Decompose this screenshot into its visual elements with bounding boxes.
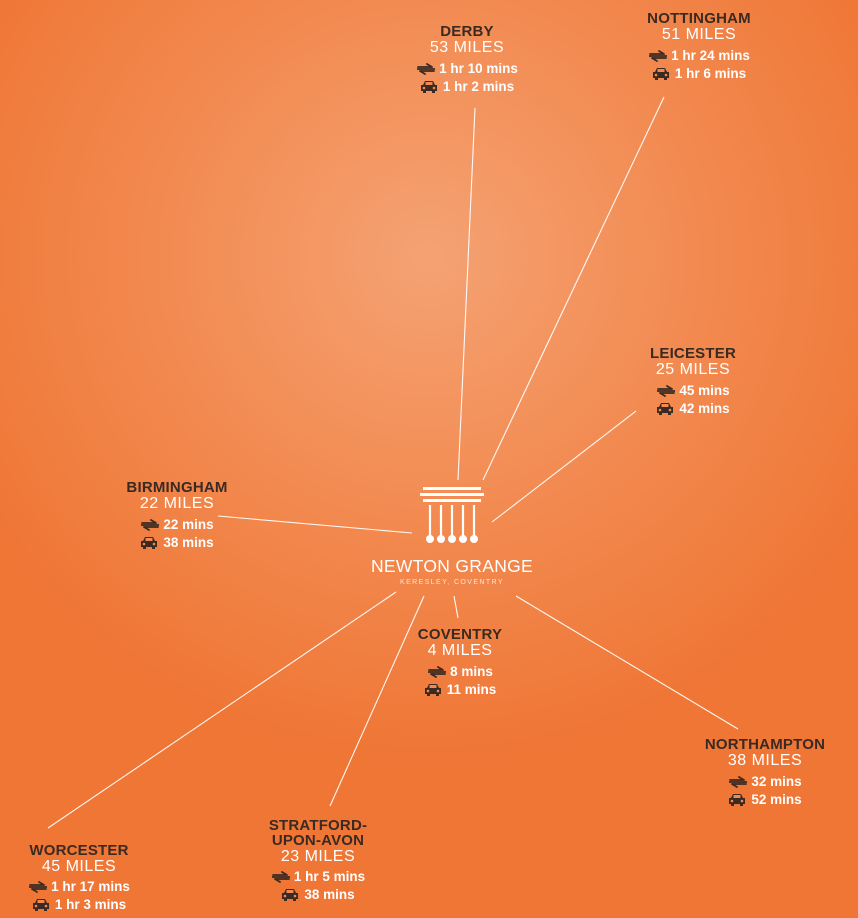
line-derby bbox=[457, 107, 476, 481]
train-rail-icon bbox=[28, 881, 48, 893]
city-name: COVENTRY bbox=[417, 626, 503, 643]
city-northampton: NORTHAMPTON 38 MILES 32 mins 52 mins bbox=[675, 737, 855, 809]
train-time: 45 mins bbox=[679, 383, 730, 399]
city-name-line1: STRATFORD- bbox=[268, 817, 368, 834]
line-coventry bbox=[453, 595, 459, 619]
city-distance: 38 MILES bbox=[727, 752, 803, 769]
city-leicester: LEICESTER 25 MILES 45 mins 42 mins bbox=[603, 346, 783, 418]
train-time: 22 mins bbox=[163, 517, 214, 533]
city-distance: 45 MILES bbox=[41, 858, 117, 875]
train-rail-icon bbox=[140, 519, 160, 531]
city-distance: 51 MILES bbox=[661, 26, 737, 43]
car-time: 1 hr 3 mins bbox=[54, 897, 127, 913]
hub-title: NEWTON GRANGE bbox=[370, 556, 534, 576]
train-time: 1 hr 10 mins bbox=[439, 61, 518, 77]
car-time: 38 mins bbox=[304, 887, 355, 903]
city-distance: 25 MILES bbox=[655, 361, 731, 378]
train-rail-icon bbox=[427, 666, 447, 678]
train-time: 1 hr 5 mins bbox=[293, 869, 366, 885]
line-nottingham bbox=[482, 96, 665, 481]
train-time: 8 mins bbox=[450, 664, 493, 680]
city-distance: 4 MILES bbox=[427, 642, 493, 659]
train-rail-icon bbox=[271, 871, 291, 883]
train-time: 1 hr 17 mins bbox=[51, 879, 130, 895]
hub-newton-grange: NEWTON GRANGE KERESLEY, COVENTRY bbox=[352, 487, 552, 586]
city-distance: 23 MILES bbox=[280, 848, 356, 865]
city-name: BIRMINGHAM bbox=[126, 479, 228, 496]
line-northampton bbox=[515, 595, 739, 730]
city-name: DERBY bbox=[440, 23, 494, 40]
car-icon bbox=[424, 683, 444, 697]
city-name: NOTTINGHAM bbox=[647, 10, 751, 27]
city-birmingham: BIRMINGHAM 22 MILES 22 mins 38 mins bbox=[87, 480, 267, 552]
train-time: 32 mins bbox=[751, 774, 802, 790]
line-birmingham bbox=[217, 515, 413, 534]
pillar-gate-logo-icon bbox=[419, 487, 485, 547]
city-name: LEICESTER bbox=[650, 345, 736, 362]
car-time: 52 mins bbox=[751, 792, 802, 808]
train-time: 1 hr 24 mins bbox=[671, 48, 750, 64]
city-name-line2: UPON-AVON bbox=[271, 832, 365, 849]
city-worcester: WORCESTER 45 MILES 1 hr 17 mins 1 hr 3 m… bbox=[0, 843, 169, 914]
car-icon bbox=[281, 888, 301, 902]
car-time: 11 mins bbox=[446, 682, 497, 698]
train-rail-icon bbox=[656, 385, 676, 397]
car-time: 1 hr 6 mins bbox=[674, 66, 747, 82]
car-icon bbox=[420, 80, 440, 94]
city-distance: 53 MILES bbox=[429, 39, 505, 56]
line-worcester bbox=[47, 591, 397, 829]
city-nottingham: NOTTINGHAM 51 MILES 1 hr 24 mins 1 hr 6 … bbox=[609, 11, 789, 83]
car-icon bbox=[728, 793, 748, 807]
car-time: 42 mins bbox=[679, 401, 730, 417]
city-stratford-upon-avon: STRATFORD- UPON-AVON 23 MILES 1 hr 5 min… bbox=[228, 818, 408, 904]
city-coventry: COVENTRY 4 MILES 8 mins 11 mins bbox=[370, 627, 550, 699]
city-derby: DERBY 53 MILES 1 hr 10 mins 1 hr 2 mins bbox=[377, 24, 557, 96]
car-icon bbox=[656, 402, 676, 416]
train-rail-icon bbox=[416, 63, 436, 75]
car-icon bbox=[32, 898, 52, 912]
car-time: 1 hr 2 mins bbox=[442, 79, 515, 95]
train-rail-icon bbox=[648, 50, 668, 62]
city-name: WORCESTER bbox=[29, 842, 129, 859]
line-stratford bbox=[329, 595, 425, 807]
hub-subtitle: KERESLEY, COVENTRY bbox=[400, 579, 504, 586]
line-leicester bbox=[491, 410, 637, 523]
train-rail-icon bbox=[728, 776, 748, 788]
city-name: NORTHAMPTON bbox=[704, 736, 826, 753]
city-distance: 22 MILES bbox=[139, 495, 215, 512]
car-icon bbox=[140, 536, 160, 550]
car-icon bbox=[652, 67, 672, 81]
car-time: 38 mins bbox=[163, 535, 214, 551]
